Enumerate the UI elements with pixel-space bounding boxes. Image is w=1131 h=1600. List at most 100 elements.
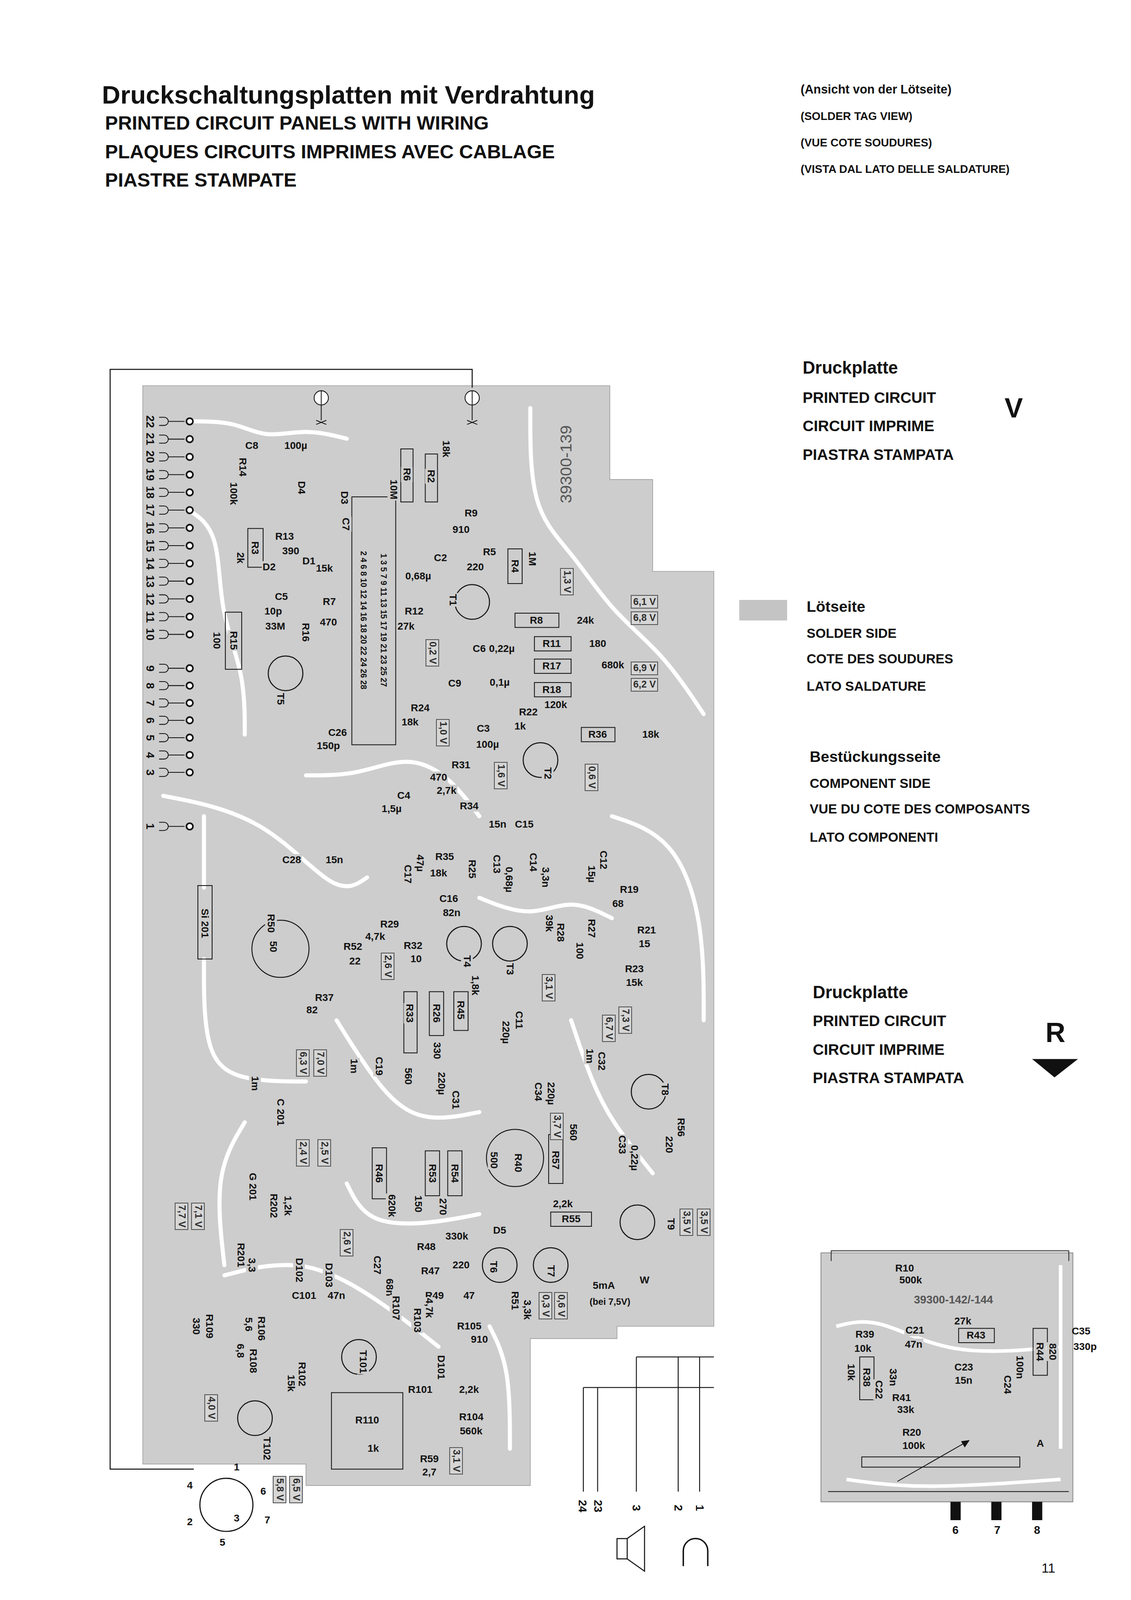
part-label: 1m xyxy=(347,1057,360,1074)
voltage-box: 0,2 V xyxy=(425,638,440,667)
resistor-symbol xyxy=(534,636,572,651)
part-label: R21 xyxy=(636,923,657,936)
part-label: 220µ xyxy=(435,1070,448,1096)
heading-text: PRINTED CIRCUIT xyxy=(802,389,936,407)
part-label: 2,2k xyxy=(458,1383,481,1396)
transistor-symbol xyxy=(237,1400,273,1435)
legend-swatch xyxy=(739,599,788,621)
voltage-value: 0,6 V xyxy=(555,1294,566,1318)
part-label: 47µ xyxy=(414,853,426,873)
part-label: A xyxy=(1035,1437,1045,1449)
part-label: 150 xyxy=(412,1193,425,1213)
solder-tag xyxy=(159,452,185,461)
part-label: C19 xyxy=(373,1055,386,1076)
pin-number: 24 xyxy=(575,1499,589,1512)
part-label: 2k xyxy=(234,551,247,565)
part-label: 500 xyxy=(487,1150,500,1169)
pin-number: 13 xyxy=(143,573,157,588)
solder-pad xyxy=(186,560,193,567)
part-label: 10k xyxy=(853,1342,872,1355)
part-label: T3 xyxy=(503,961,516,976)
heading-text: PIASTRA STAMPATA xyxy=(812,1068,965,1087)
part-label: 330p xyxy=(1073,1340,1097,1353)
part-label: R11 xyxy=(541,637,562,650)
voltage-box: 1,6 V xyxy=(493,761,508,789)
voltage-value: 2,5 V xyxy=(318,1141,330,1164)
solder-pad xyxy=(186,612,193,620)
legend-text: Lötseite xyxy=(806,597,866,616)
part-label: R39 xyxy=(854,1328,876,1340)
connector-pin xyxy=(1032,1501,1043,1520)
solder-tag xyxy=(159,470,185,479)
voltage-value: 0,2 V xyxy=(426,641,438,665)
part-label: C31 xyxy=(450,1089,462,1110)
headphone-symbol xyxy=(683,1537,708,1566)
part-label: T2 xyxy=(541,766,554,780)
heading-text: Druckplatte xyxy=(812,982,908,1003)
part-label: 470 xyxy=(429,771,448,784)
part-label: C13 xyxy=(490,853,503,874)
voltage-box: 3,7 V xyxy=(549,1112,564,1140)
resistor-symbol xyxy=(508,548,523,584)
voltage-value: 1,3 V xyxy=(561,570,573,593)
part-label: G 201 xyxy=(247,1171,260,1201)
resistor-symbol xyxy=(247,528,264,567)
voltage-box: 1,0 V xyxy=(435,718,450,747)
part-label: C27 xyxy=(371,1254,384,1275)
part-label: R33 xyxy=(404,1002,416,1023)
part-label: 4,7k xyxy=(423,1296,436,1319)
part-label: 18k xyxy=(400,715,420,728)
voltage-value: 4,0 V xyxy=(205,1395,217,1419)
part-label: R48 xyxy=(415,1240,437,1253)
resistor-symbol xyxy=(447,1150,462,1195)
voltage-value: 3,7 V xyxy=(551,1114,562,1138)
part-label: R29 xyxy=(379,918,400,930)
part-label: R45 xyxy=(455,999,467,1020)
resistor-symbol xyxy=(1032,1328,1048,1375)
part-label: 1,2k xyxy=(281,1194,294,1217)
solder-tag xyxy=(159,505,185,514)
part-label: T101 xyxy=(357,1348,369,1375)
solder-tag xyxy=(159,559,185,568)
part-label: 560 xyxy=(402,1066,415,1085)
part-label: R24 xyxy=(409,701,431,714)
solder-tag xyxy=(159,750,185,759)
heading-text: COTE DES SOUDURES xyxy=(806,651,954,667)
part-label: R43 xyxy=(965,1328,987,1341)
solder-tag xyxy=(159,541,185,550)
part-label: 620k xyxy=(385,1193,398,1218)
part-label: 0,1µ xyxy=(488,676,511,689)
part-label: C32 xyxy=(596,1050,608,1071)
voltage-value: 2,6 V xyxy=(382,954,393,978)
pin-number: 9 xyxy=(143,664,156,673)
part-label: 47 xyxy=(462,1289,476,1302)
solder-pad xyxy=(186,417,193,425)
part-label: 39k xyxy=(542,913,555,933)
part-label: 15k xyxy=(624,976,644,989)
part-label: R55 xyxy=(560,1212,582,1225)
part-label: C24 xyxy=(1001,1373,1014,1395)
part-label: R57 xyxy=(549,1149,562,1170)
voltage-value: 1,6 V xyxy=(495,763,506,787)
voltage-box: 7,1 V xyxy=(191,1202,205,1230)
pin-number: 14 xyxy=(143,555,157,571)
solder-pad xyxy=(186,435,193,442)
connector-pin xyxy=(991,1501,1002,1520)
part-label: R18 xyxy=(541,683,562,696)
heading-text: COMPONENT SIDE xyxy=(809,775,931,791)
part-label: C6 xyxy=(472,642,488,655)
pin-number: 23 xyxy=(591,1499,604,1512)
transistor-symbol xyxy=(341,1338,377,1374)
solder-tag xyxy=(159,664,185,673)
part-label: R13 xyxy=(274,530,295,543)
part-label: R107 xyxy=(389,1294,402,1321)
solder-tag xyxy=(159,612,185,621)
connector-pin xyxy=(950,1501,961,1520)
solder-tag xyxy=(159,523,185,532)
part-label: R101 xyxy=(407,1383,434,1396)
part-label: 68n xyxy=(383,1277,396,1298)
part-label: 10M xyxy=(387,478,400,501)
heading-text: VUE DU COTE DES COMPOSANTS xyxy=(809,801,1031,817)
pin-number: 20 xyxy=(143,449,157,464)
